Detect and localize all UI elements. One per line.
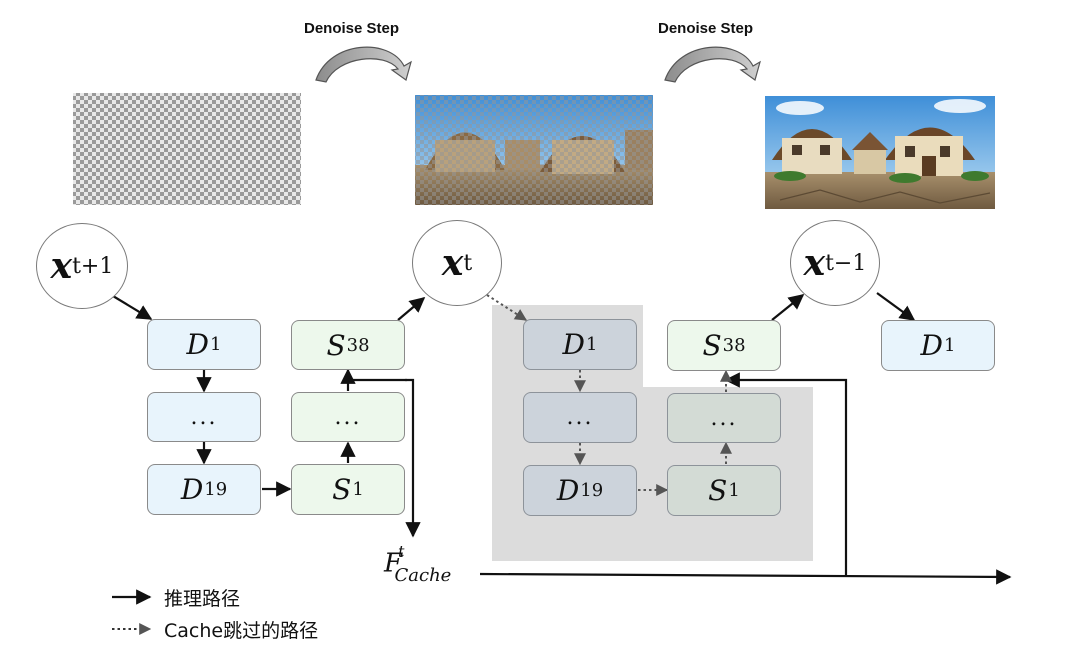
- denoise-curve-arrow-1: [315, 46, 412, 83]
- partial-village-image: [415, 95, 653, 205]
- arrow-cache-line: [479, 569, 1012, 585]
- dotted-xt-to-d1: [486, 294, 528, 321]
- block-ellipsis-s-step2: ...: [667, 393, 781, 443]
- legend-dotted-label: Cache跳过的路径: [164, 620, 319, 642]
- block-ellipsis-d-step1: ...: [147, 392, 261, 442]
- arrow-xt1-to-d1: [107, 292, 153, 320]
- arrow-s38-to-xt: [397, 297, 426, 321]
- cache-feature-label: FtCache: [384, 542, 452, 587]
- noise-image: [73, 93, 301, 205]
- arrow-cache-reuse: [724, 372, 848, 575]
- denoise-curve-arrow-2: [664, 46, 761, 83]
- arrow-cache-write: [348, 378, 421, 538]
- arrow-xt-1-to-d1: [876, 292, 916, 321]
- denoise-step-label-2: Denoise Step: [658, 20, 754, 37]
- denoise-step-label-1: Denoise Step: [304, 20, 400, 37]
- block-ellipsis-d-step2: ...: [523, 392, 637, 443]
- clean-village-image: [765, 96, 995, 209]
- block-ellipsis-s-step1: ...: [291, 392, 405, 442]
- legend-solid-label: 推理路径: [164, 588, 241, 610]
- arrow-s38-to-xt-1: [771, 294, 805, 321]
